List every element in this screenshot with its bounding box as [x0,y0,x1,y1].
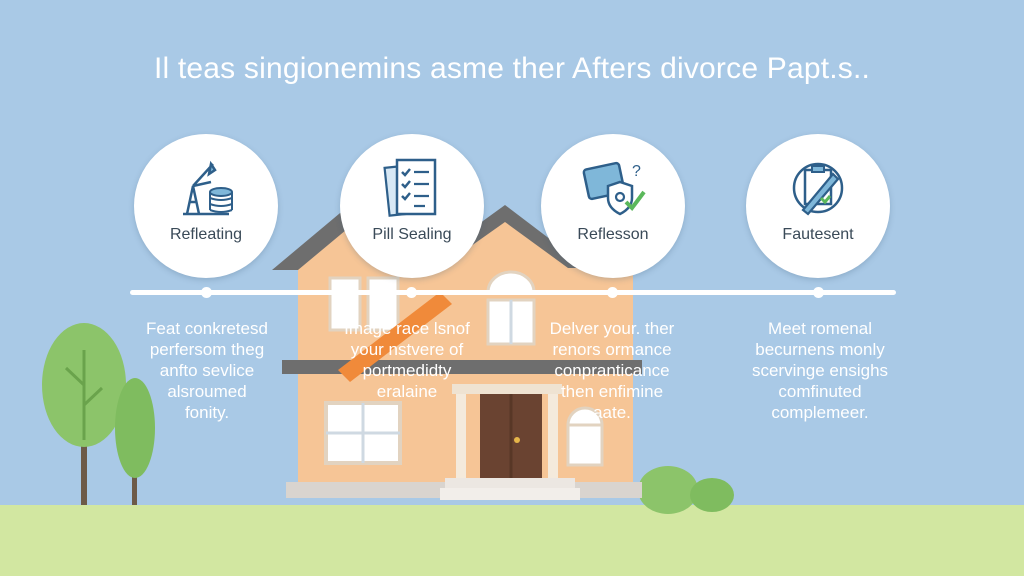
step-card-1: Refleating [134,134,278,278]
description-line: portmedidty [362,361,452,380]
checklist-document-icon [383,158,437,217]
step-card-2: Pill Sealing [340,134,484,278]
step-description-2: Image race lsnof your nstvere of portmed… [322,318,492,402]
tree-small [115,378,155,505]
description-line: eralaine [376,382,438,401]
tree-left [42,323,126,505]
description-line: Image race lsnof [344,319,470,338]
step-description-4: Meet romenal becurnens monly scervinge e… [735,318,905,423]
page-title: Il teas singionemins asme ther Afters di… [153,52,871,85]
description-line: complemeer. [771,403,869,422]
description-line: then enfimine [560,382,664,401]
crane-coins-icon [183,160,233,216]
timeline-dot [201,287,212,298]
description-line: conpranticance [554,361,670,380]
timeline-line [130,290,896,295]
timeline-dot [607,287,618,298]
step-card-3: ? Reflesson [541,134,685,278]
description-line: Delver your. ther [549,319,675,338]
step-label: Reflesson [577,226,649,243]
step-description-3: Delver your. ther renors ormance conpran… [527,318,697,423]
id-card-shield-check-icon: ? [582,161,646,216]
description-line: becurnens monly [755,340,885,359]
description-line: scervinge ensighs [751,361,889,380]
step-label: Fautesent [782,226,854,243]
clipboard-pen-icon [792,162,844,216]
bushes [638,466,734,514]
description-line: aate. [593,403,631,422]
description-line: alsroumed [167,382,247,401]
description-line: Feat conkretesd [146,319,268,338]
step-label: Refleating [169,226,243,243]
description-line: renors ormance [552,340,672,359]
timeline-dot [813,287,824,298]
description-line: anfto sevlice [159,361,255,380]
description-line: comfinuted [778,382,862,401]
description-line: Meet romenal [768,319,872,338]
step-card-4: Fautesent [746,134,890,278]
svg-text:?: ? [632,163,641,180]
step-description-1: Feat conkretesd perfersom theg anfto sev… [122,318,292,423]
description-line: perfersom theg [149,340,265,359]
step-label: Pill Sealing [372,226,452,243]
description-line: fonity. [184,403,230,422]
ground [0,505,1024,576]
description-line: your nstvere of [350,340,464,359]
timeline-dot [406,287,417,298]
